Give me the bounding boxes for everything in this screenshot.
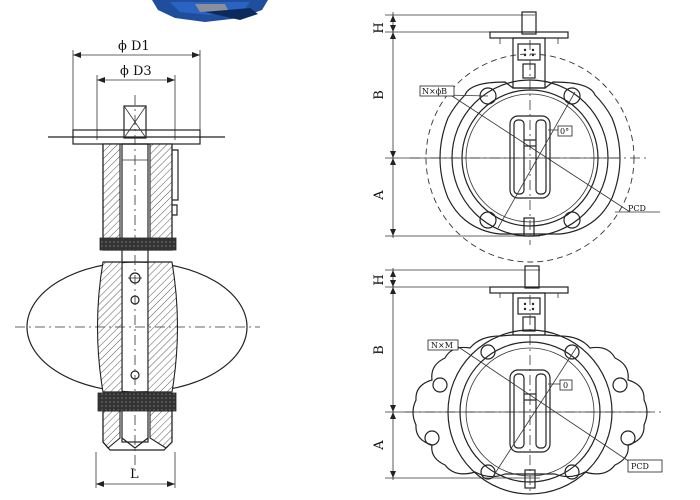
lug-pcd-label: PCD	[631, 462, 649, 471]
side-section-view: ϕ D1 ϕ D3	[15, 39, 260, 488]
wafer-dim-b: B	[372, 90, 387, 100]
lug-holes-label: N×M	[431, 341, 453, 350]
lug-dim-a: A	[372, 440, 387, 451]
dim-l-label: L	[130, 467, 139, 482]
wafer-front-view: H B A	[372, 11, 660, 263]
lug-front-view: H B A	[372, 265, 665, 495]
lug-dim-b: B	[372, 345, 387, 355]
dim-d3-label: ϕ D3	[120, 64, 152, 79]
lug-dim-h: H	[372, 274, 387, 285]
product-photo	[152, 0, 268, 22]
wafer-angle-label: 0°	[560, 127, 569, 136]
dim-d1-label: ϕ D1	[118, 39, 150, 54]
wafer-dim-a: A	[372, 190, 387, 201]
lug-angle-label: 0	[563, 381, 568, 390]
wafer-dim-h: H	[372, 22, 387, 33]
wafer-holes-label: N×ϕB	[422, 87, 447, 96]
wafer-pcd-label: PCD	[628, 204, 646, 213]
